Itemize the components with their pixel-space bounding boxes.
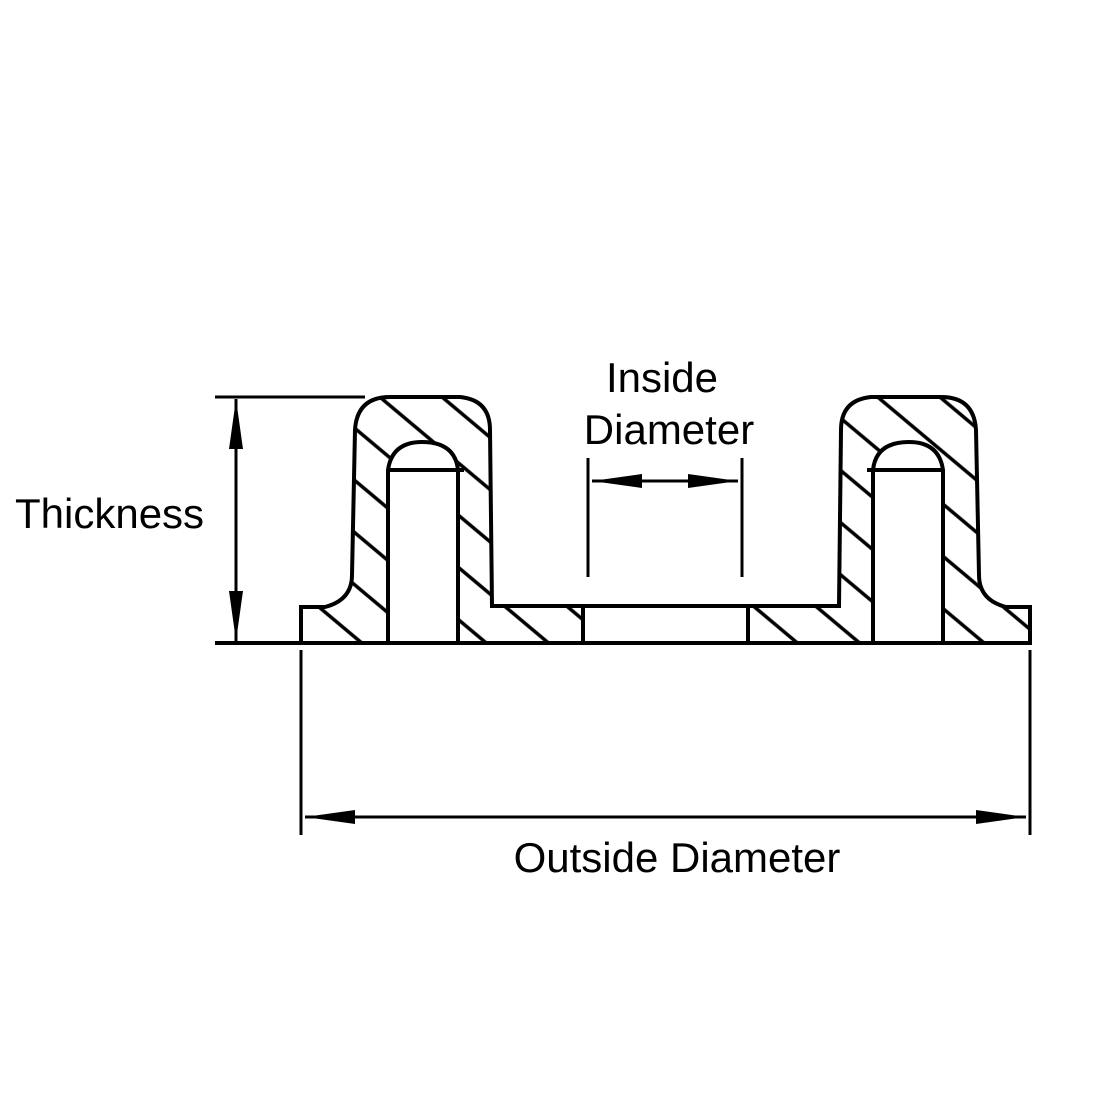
outside-label: Outside Diameter [514,834,841,881]
left-boss-section [299,395,585,645]
right-boss-section [746,395,1032,645]
inside-label-line1: Inside [606,354,718,401]
thickness-label: Thickness [15,490,204,537]
inside-label-line2: Diameter [584,406,754,453]
